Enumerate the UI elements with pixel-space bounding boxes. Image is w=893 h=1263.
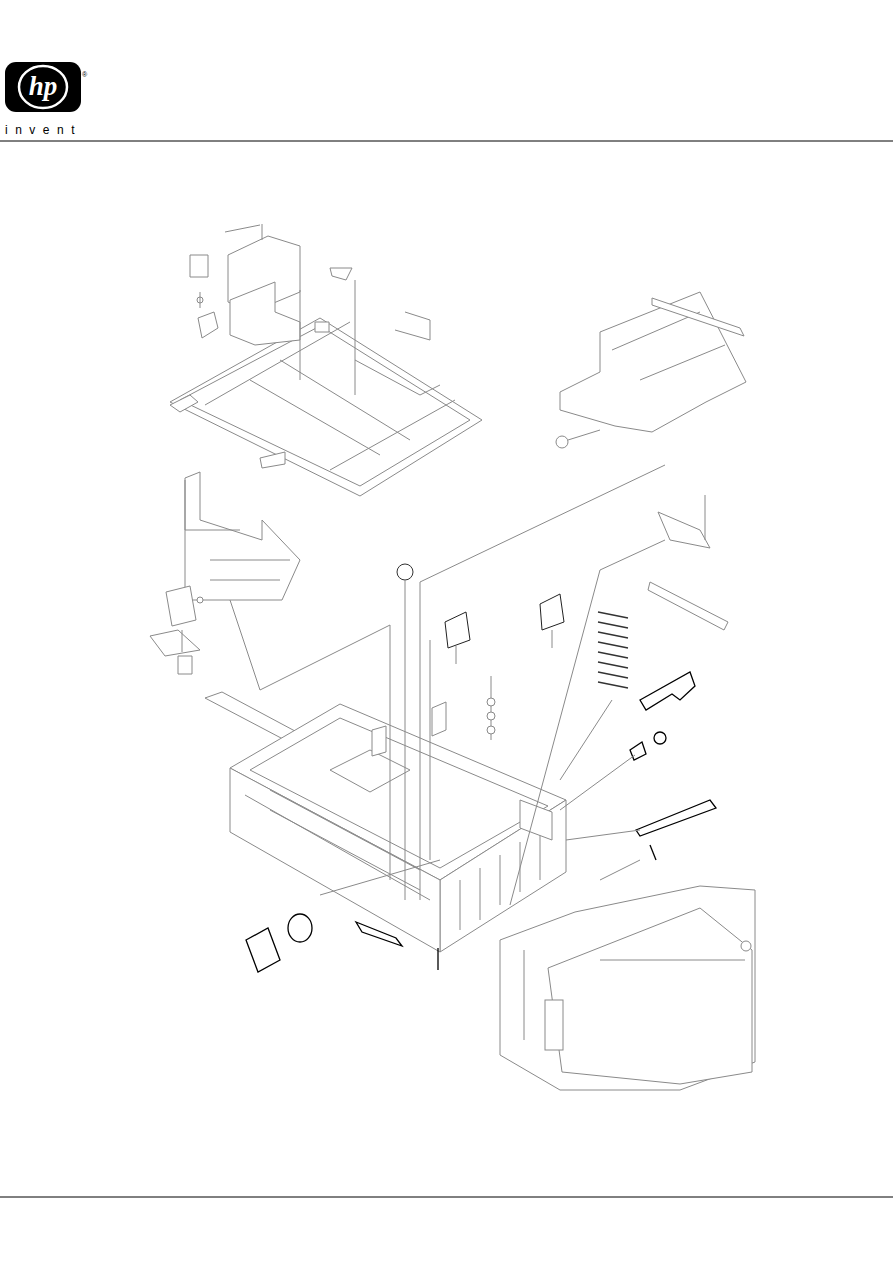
registered-mark: ® (82, 63, 87, 81)
spring (598, 612, 628, 688)
logo-text: hp (29, 73, 58, 100)
footer-rule (0, 1197, 893, 1198)
leader-lines (230, 465, 665, 905)
header-rule (0, 141, 893, 142)
logo-ring (19, 66, 67, 108)
logo-badge (5, 62, 81, 112)
logo-tagline: invent (5, 124, 82, 136)
tray-parts (150, 224, 746, 952)
logo-tagline: invent (5, 120, 82, 138)
registered-mark: ® (82, 71, 87, 78)
logo-text: hp (29, 73, 58, 100)
tray-front-cover (500, 886, 755, 1090)
